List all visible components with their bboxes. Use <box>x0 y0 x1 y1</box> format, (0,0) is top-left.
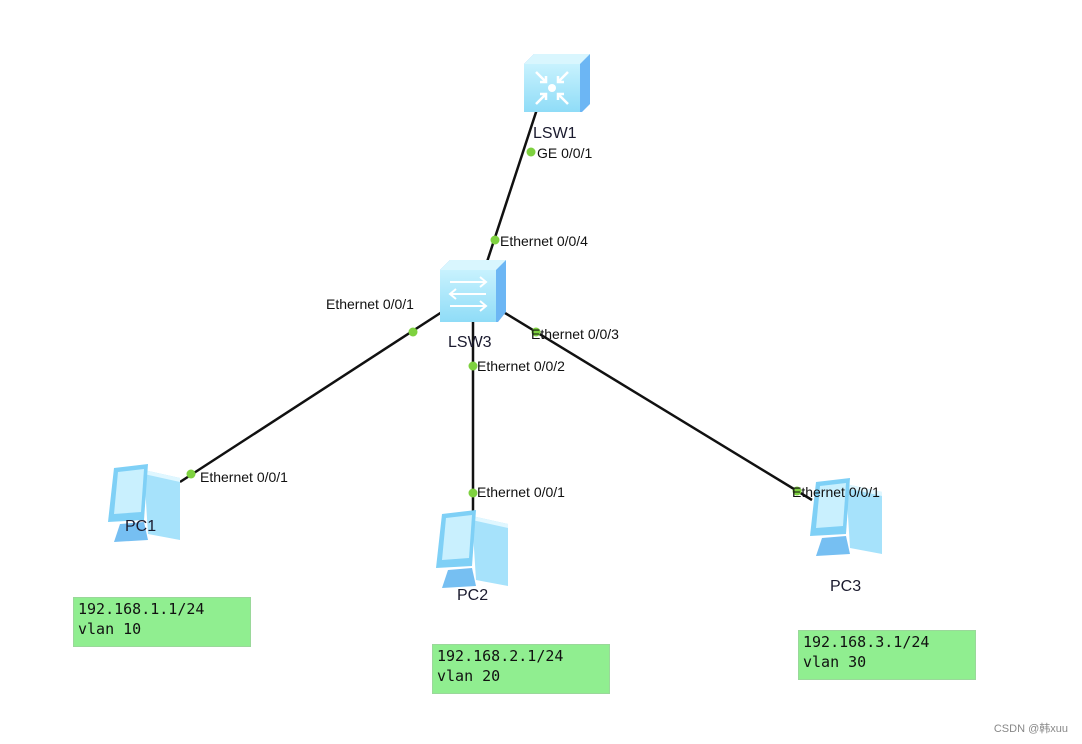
port-label: Ethernet 0/0/1 <box>200 469 288 485</box>
note-vlan: vlan 20 <box>437 667 501 685</box>
link-lsw3-pc3[interactable] <box>504 311 813 502</box>
port-dot <box>468 361 478 371</box>
note-ip: 192.168.2.1/24 <box>437 647 564 665</box>
device-name-lsw1: LSW1 <box>533 125 577 142</box>
port-dot <box>792 486 802 496</box>
note-pc1: 192.168.1.1/24 vlan 10 <box>73 597 251 647</box>
note-ip: 192.168.1.1/24 <box>78 600 205 618</box>
port-label: Ethernet 0/0/1 <box>326 296 414 312</box>
port-label: Ethernet 0/0/1 <box>792 484 880 500</box>
pc-icon[interactable] <box>810 478 882 556</box>
port-dot <box>408 327 418 337</box>
device-name-lsw3: LSW3 <box>448 334 492 351</box>
note-vlan: vlan 30 <box>803 653 867 671</box>
port-label: GE 0/0/1 <box>537 145 593 161</box>
port-dot <box>186 469 196 479</box>
port-label: Ethernet 0/0/4 <box>500 233 588 249</box>
layer3-switch-icon[interactable] <box>524 54 590 112</box>
switch-icon[interactable] <box>440 260 506 322</box>
note-pc3: 192.168.3.1/24 vlan 30 <box>798 630 976 680</box>
device-name-pc3: PC3 <box>830 578 862 595</box>
pc-icon[interactable] <box>108 464 180 542</box>
port-dot <box>531 327 541 337</box>
link-lsw3-pc1[interactable] <box>179 308 446 484</box>
note-pc2: 192.168.2.1/24 vlan 20 <box>432 644 610 694</box>
device-name-pc2: PC2 <box>457 587 489 604</box>
watermark: CSDN @韩xuu <box>993 723 1068 735</box>
port-label: Ethernet 0/0/2 <box>477 358 565 374</box>
port-label: Ethernet 0/0/3 <box>531 326 619 342</box>
port-dot <box>526 147 536 157</box>
pc-icon[interactable] <box>436 510 508 588</box>
port-dot <box>468 488 478 498</box>
note-ip: 192.168.3.1/24 <box>803 633 930 651</box>
port-dot <box>490 235 500 245</box>
device-name-pc1: PC1 <box>125 518 157 535</box>
note-vlan: vlan 10 <box>78 620 142 638</box>
port-label: Ethernet 0/0/1 <box>477 484 565 500</box>
